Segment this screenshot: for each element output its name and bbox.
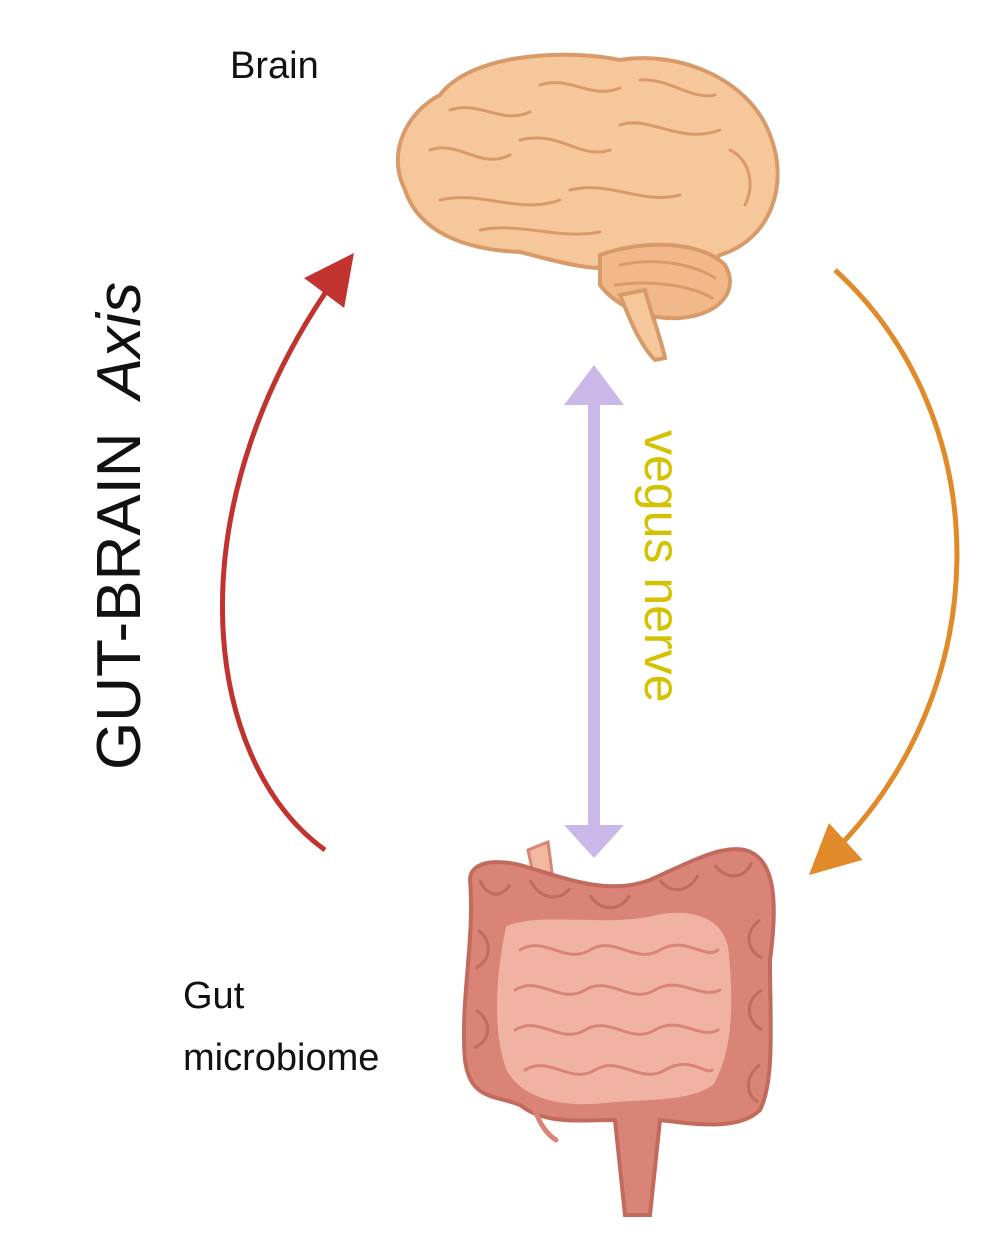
axis-title-italic: Axis [85, 282, 154, 403]
brain-cerebrum [395, 52, 780, 271]
brain-stem [617, 287, 668, 363]
gut-label-line2: microbiome [183, 1037, 379, 1079]
axis-title-main: GUT-BRAIN [85, 432, 154, 770]
gut-label-line1: Gut [183, 975, 245, 1017]
small-intestine [494, 909, 735, 1108]
brain-icon [395, 52, 780, 363]
intestines-icon [461, 839, 776, 1217]
axis-title: GUT-BRAIN Axis [85, 282, 154, 770]
colon-haustra [473, 861, 763, 1104]
brain-folds [428, 78, 752, 300]
vagus-nerve-arrow [564, 365, 624, 858]
brain-to-gut-arrow [808, 268, 960, 876]
gut-to-brain-arrow [220, 252, 354, 853]
intestine-loops [513, 943, 722, 1076]
brain-label: Brain [230, 45, 319, 87]
brain-cerebellum [598, 242, 732, 321]
vagus-nerve-label: vegus nerve [634, 430, 690, 702]
appendix-tail [532, 1107, 559, 1143]
